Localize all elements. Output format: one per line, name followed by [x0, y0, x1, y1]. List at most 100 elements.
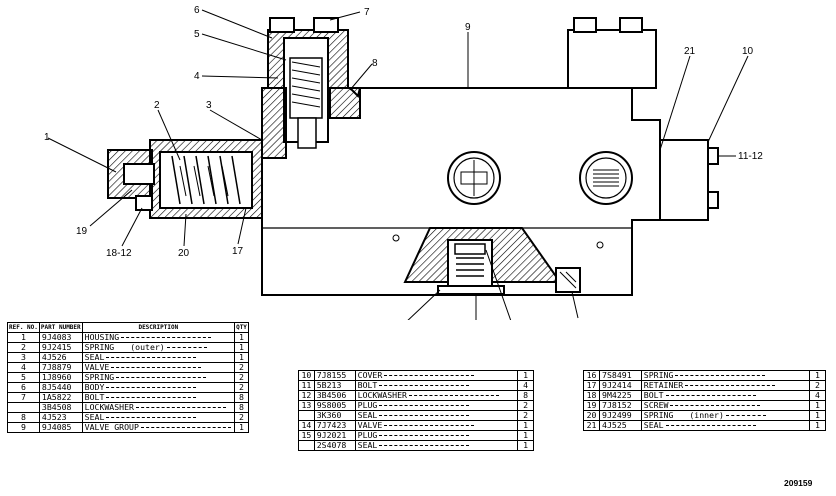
description-text: SEAL [643, 420, 664, 430]
ref-cell: 16 [582, 370, 601, 381]
part-number-cell: 2S4078 [313, 440, 356, 451]
description-text: SPRING [643, 410, 674, 420]
qty-cell: 2 [517, 410, 534, 421]
callout-10: 10 [742, 46, 754, 57]
bottom-valve-section [403, 227, 581, 295]
ref-cell: 10 [298, 370, 315, 381]
valve-assembly-drawing: 1 2 3 4 5 6 7 8 9 10 11-12 13 14 15 16 1… [44, 5, 763, 320]
callout-18-12: 18-12 [106, 248, 132, 259]
part-number-cell: 8J5440 [38, 382, 83, 393]
qty-cell: 1 [234, 352, 249, 363]
part-number-cell: 4J525 [599, 420, 642, 431]
relief-valve-top [261, 17, 361, 159]
callout-9: 9 [465, 22, 471, 33]
callout-20: 20 [178, 248, 190, 259]
leader-dashes [379, 435, 470, 436]
bore-detail [460, 160, 619, 196]
description-text: SPRING [84, 342, 115, 352]
description-text: SPRING [643, 370, 674, 380]
qty-cell: 8 [234, 392, 249, 403]
ref-cell: 13 [298, 400, 315, 411]
description-text: SEAL [357, 410, 378, 420]
callout-5: 5 [194, 29, 200, 40]
part-number-cell: 9M4225 [599, 390, 642, 401]
ref-cell: 21 [582, 420, 601, 431]
description-note: (inner) [689, 410, 724, 420]
qty-cell: 8 [234, 402, 249, 413]
qty-cell: 1 [234, 342, 249, 353]
leader-dashes [670, 405, 761, 406]
ref-cell: 7 [7, 392, 40, 403]
ref-cell: 12 [298, 390, 315, 401]
callout-19: 19 [76, 226, 88, 237]
leader-dashes [121, 337, 212, 338]
ref-cell: 15 [298, 430, 315, 441]
description-cell: BODY [81, 382, 236, 393]
callout-1: 1 [44, 132, 50, 143]
leader-dashes [379, 445, 470, 446]
qty-cell: 2 [234, 372, 249, 383]
description-text: VALVE GROUP [84, 422, 139, 432]
part-number-cell: 1A5822 [38, 392, 83, 403]
ref-cell [298, 410, 315, 421]
description-text: BOLT [357, 380, 378, 390]
description-cell: COVER [354, 370, 519, 381]
drawing-number: 209159 [784, 478, 813, 488]
ref-cell: 20 [582, 410, 601, 421]
end-cover [659, 139, 719, 221]
description-cell: VALVE GROUP [81, 422, 236, 433]
qty-cell: 4 [517, 380, 534, 391]
leader-dashes [166, 347, 207, 348]
table-header-row: REF. NO. PART NUMBER DESCRIPTION QTY [7, 322, 249, 333]
description-cell: SPRING [81, 372, 236, 383]
description-text: LOCKWASHER [84, 402, 134, 412]
ref-cell: 14 [298, 420, 315, 431]
leader-dashes [725, 415, 766, 416]
leader-dashes [379, 405, 470, 406]
qty-cell: 2 [234, 382, 249, 393]
leader-dashes [111, 367, 202, 368]
description-cell: SEAL [354, 440, 519, 451]
part-number-cell: 9J4085 [38, 422, 83, 433]
part-number-cell: 9S8005 [313, 400, 356, 411]
ref-cell: 17 [582, 380, 601, 391]
description-text: SEAL [357, 440, 378, 450]
qty-cell: 1 [517, 430, 534, 441]
part-number-cell: 5B213 [313, 380, 356, 391]
ref-cell [7, 402, 40, 413]
description-cell: BOLT [640, 390, 810, 401]
part-number-cell: 7J8879 [38, 362, 83, 373]
callout-2: 2 [154, 100, 160, 111]
callout-21: 21 [684, 46, 696, 57]
description-cell: SPRING [640, 370, 810, 381]
part-number-cell: 9J4083 [38, 332, 83, 343]
description-text: SEAL [84, 352, 105, 362]
ref-cell: 11 [298, 380, 315, 391]
leader-dashes [135, 407, 226, 408]
part-number-cell: 1J8960 [38, 372, 83, 383]
qty-cell: 2 [234, 412, 249, 423]
ref-cell: 19 [582, 400, 601, 411]
ref-cell: 1 [7, 332, 40, 343]
qty-cell: 2 [808, 380, 827, 391]
description-text: PLUG [357, 400, 378, 410]
part-number-cell: 7J7423 [313, 420, 356, 431]
description-text: PLUG [357, 430, 378, 440]
